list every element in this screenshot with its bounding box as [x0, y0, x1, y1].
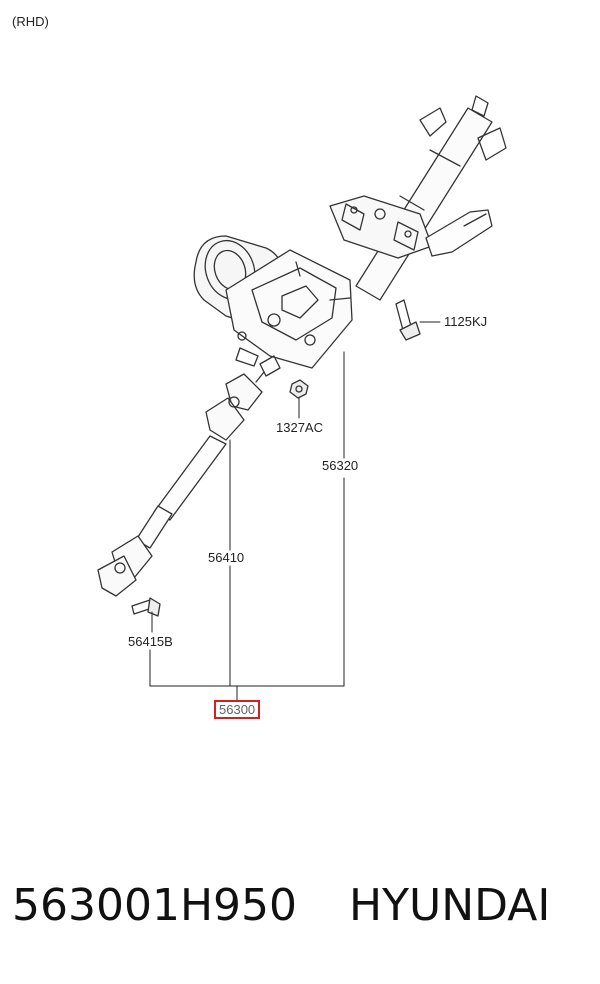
gear-housing [225, 249, 353, 369]
intermediate-shaft [97, 373, 263, 597]
callout-56410: 56410 [208, 550, 245, 565]
output-spline [255, 355, 281, 383]
variant-label: (RHD) [12, 14, 49, 29]
callout-56300-highlighted: 56300 [214, 700, 261, 719]
bolt-56415b [131, 597, 161, 617]
bolt-1125kj [395, 299, 421, 341]
footer-caption: 563001H950 HYUNDAI [12, 880, 550, 931]
upper-column-tube [355, 95, 507, 301]
callout-1327ac: 1327AC [276, 420, 323, 435]
brand-name: HYUNDAI [349, 880, 551, 931]
nut-1327ac [289, 379, 309, 399]
tilt-bracket [329, 195, 433, 259]
tilt-lever [425, 209, 493, 257]
callout-56415b: 56415B [128, 634, 173, 649]
callout-56320: 56320 [322, 458, 359, 473]
leader-lines [149, 321, 441, 701]
callout-1125kj: 1125KJ [444, 314, 488, 329]
part-number: 563001H950 [12, 880, 298, 931]
